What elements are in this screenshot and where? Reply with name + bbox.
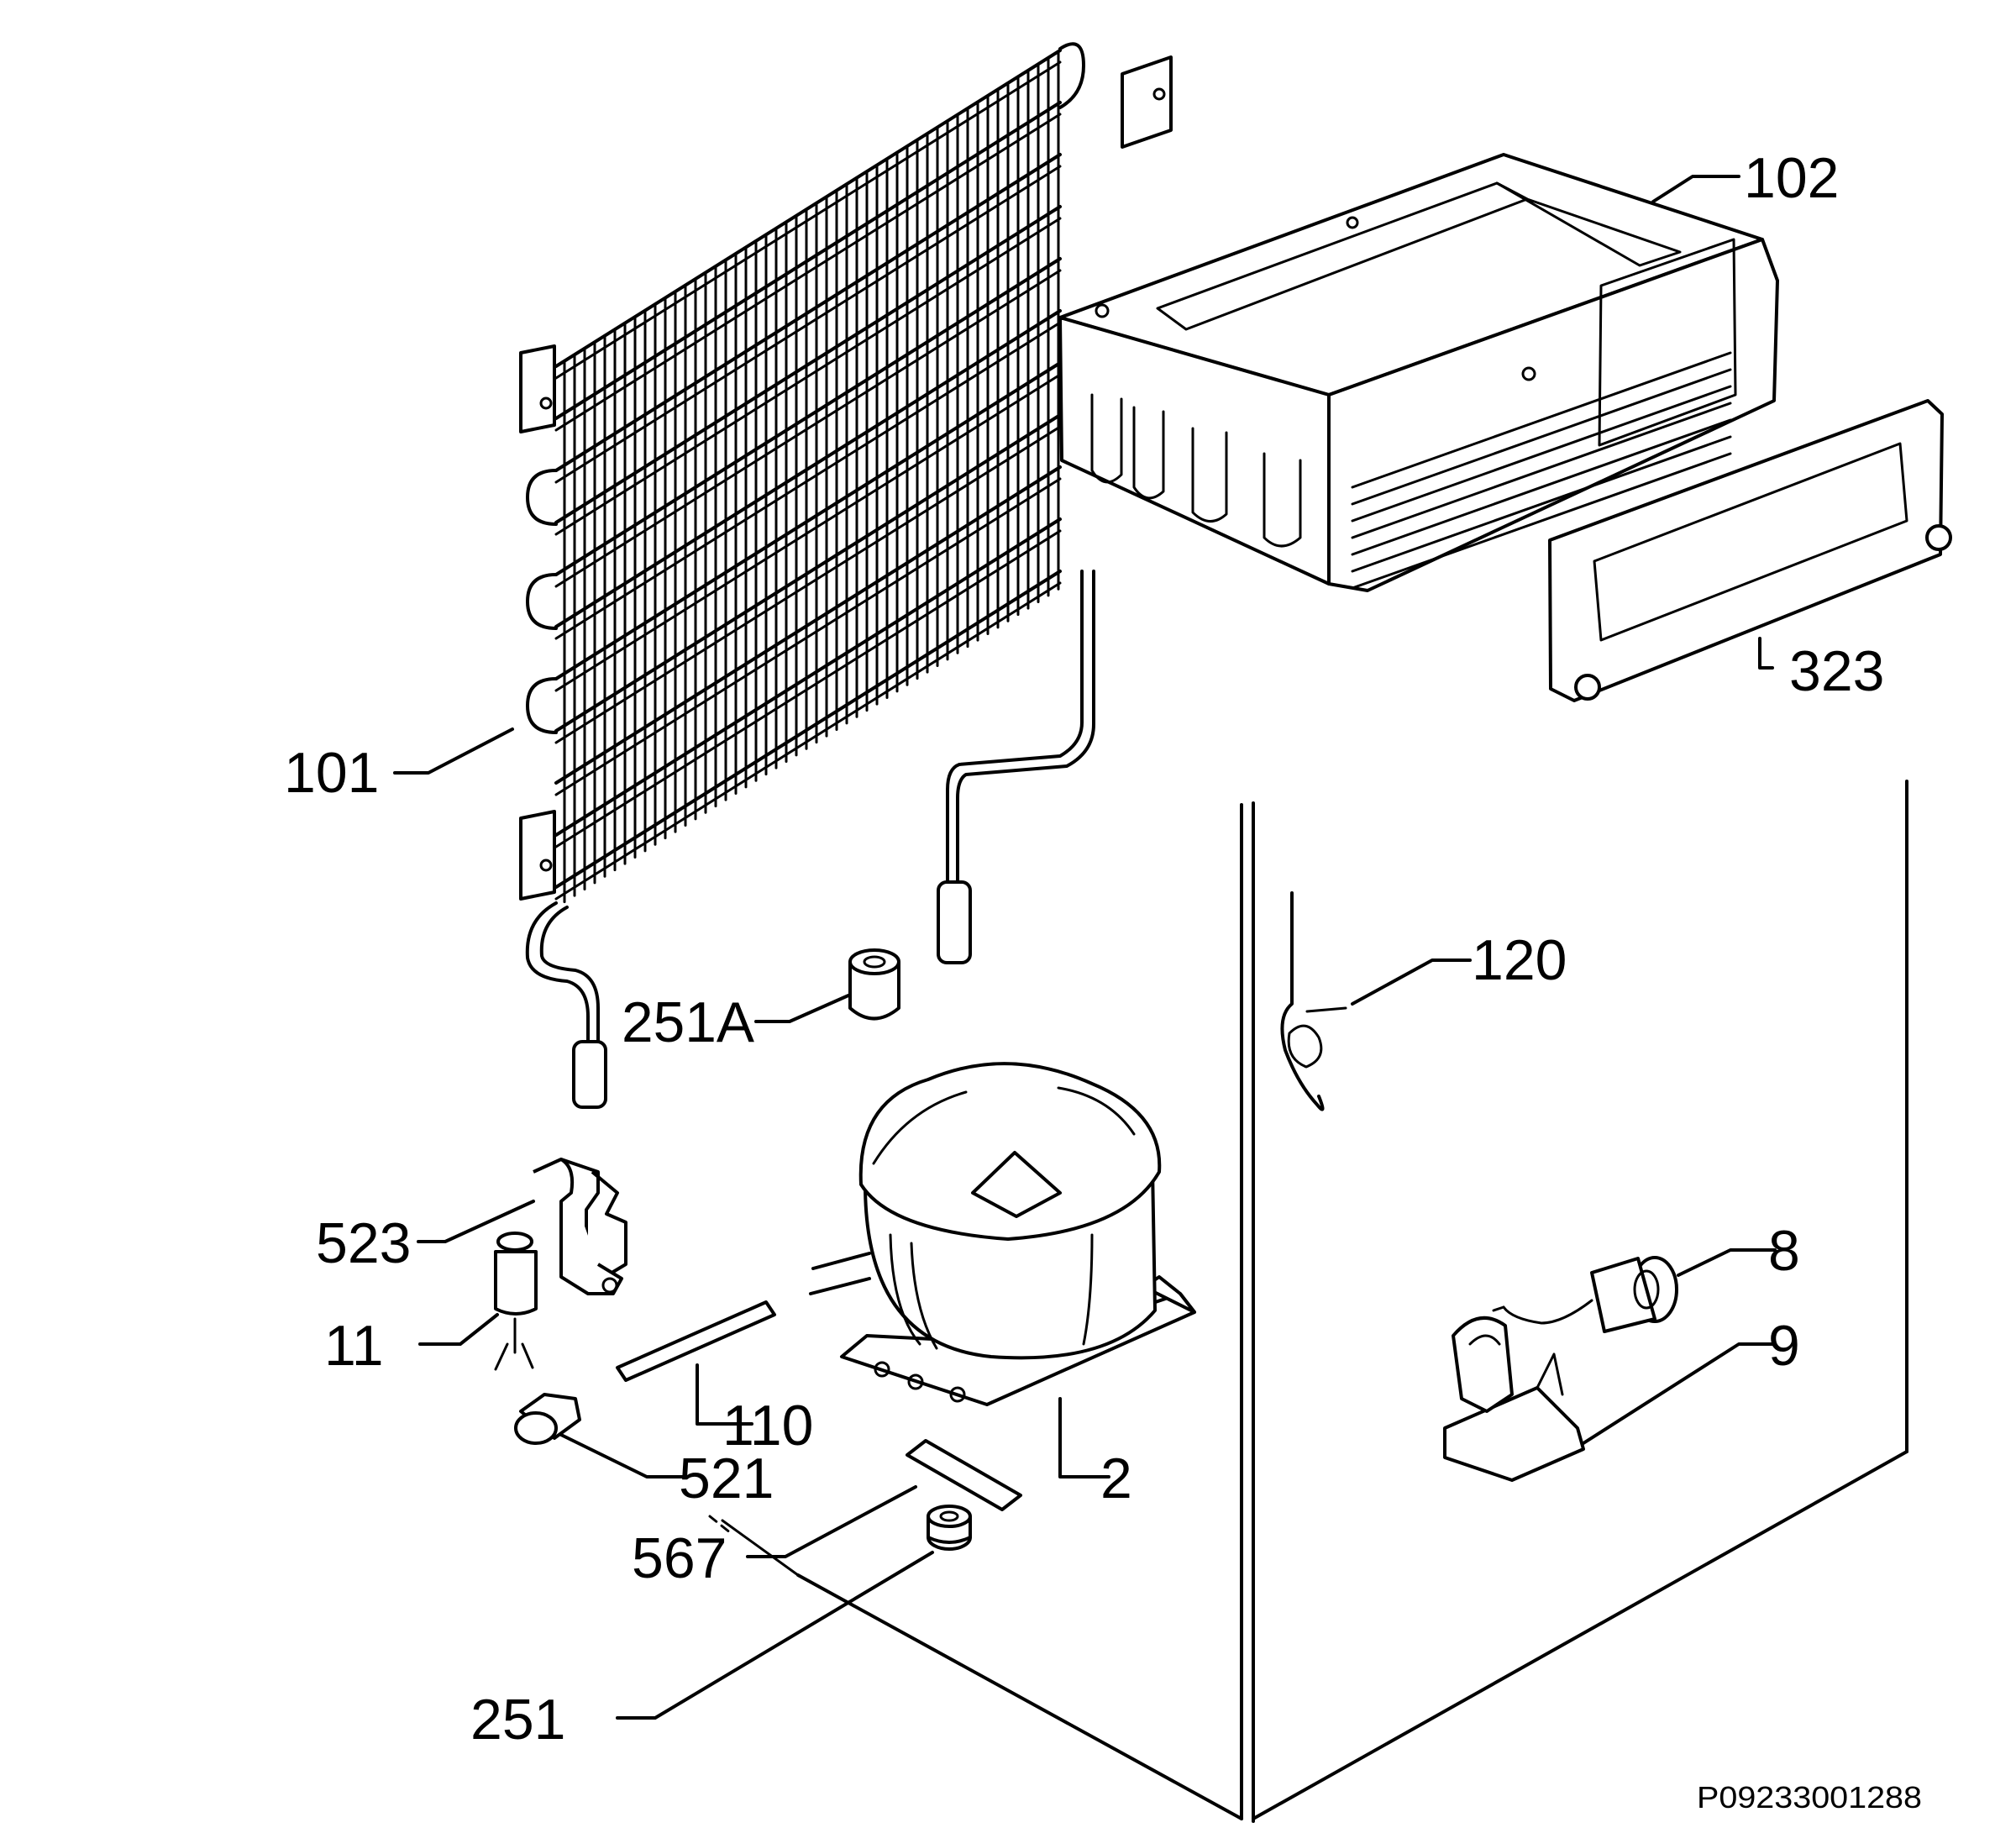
leader-lines — [393, 175, 1777, 1720]
sealing-sleeve — [848, 948, 900, 1021]
label-120: 120 — [1472, 928, 1567, 992]
lamp-holder — [1443, 1316, 1585, 1482]
capacitor — [494, 1232, 538, 1371]
compressor — [809, 1062, 1196, 1406]
label-8: 8 — [1768, 1219, 1800, 1283]
label-101: 101 — [284, 741, 379, 805]
label-323: 323 — [1789, 639, 1884, 703]
starting-relay — [533, 1158, 627, 1295]
label-251a: 251A — [622, 990, 755, 1054]
condenser-coil — [519, 42, 1173, 1109]
label-521: 521 — [679, 1447, 774, 1510]
label-523: 523 — [316, 1211, 411, 1275]
lamp-socket — [1492, 1256, 1678, 1333]
label-2: 2 — [1100, 1447, 1132, 1510]
evaporator-box — [1058, 153, 1779, 592]
part-labels: 101 102 323 120 251A 523 11 110 2 8 9 52… — [284, 146, 1922, 1815]
drawing-code: P09233001288 — [1697, 1780, 1922, 1815]
mounting-frame — [1548, 399, 1952, 702]
label-11: 11 — [324, 1314, 384, 1378]
temperature-sensor — [1280, 891, 1347, 1111]
label-251: 251 — [470, 1688, 565, 1752]
label-102: 102 — [1744, 146, 1839, 210]
rubber-grommet — [927, 1505, 972, 1551]
label-110: 110 — [722, 1394, 813, 1457]
label-9: 9 — [1768, 1314, 1800, 1378]
plug-cap — [514, 1393, 581, 1445]
mounting-strip — [906, 1439, 1022, 1511]
cabinet-outline — [721, 780, 1908, 1823]
label-567: 567 — [632, 1526, 727, 1590]
tube — [616, 1300, 776, 1382]
